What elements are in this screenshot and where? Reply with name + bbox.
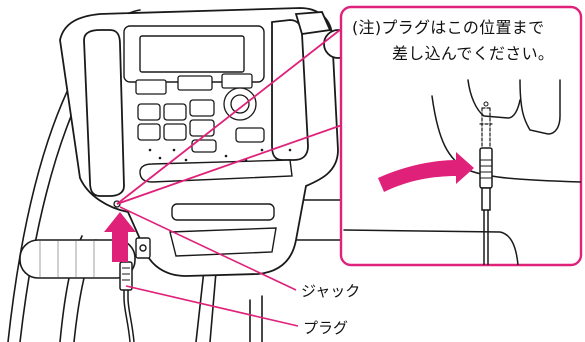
- callout-plug-dashed: [479, 107, 493, 149]
- callout-box: [339, 5, 583, 267]
- console-lower-slots: [139, 159, 293, 257]
- jack-label: ジャック: [301, 282, 361, 300]
- jack-housing: [135, 237, 151, 259]
- display-panel: [123, 25, 265, 83]
- callout-arrow: [378, 152, 474, 192]
- plug-cable: [119, 261, 135, 342]
- callout-console-right: [519, 79, 561, 135]
- label-leaders: [119, 206, 299, 327]
- callout-note-line2: 差し込んでください。: [392, 44, 555, 63]
- control-buttons: [135, 73, 265, 153]
- callout-base: [343, 229, 519, 265]
- callout-connector: [116, 25, 346, 205]
- left-handle-grip: [19, 239, 136, 279]
- callout-plug: [479, 147, 493, 265]
- callout-note-line1: (注)プラグはこの位置まで: [352, 18, 545, 37]
- insert-arrow: [104, 212, 136, 262]
- plug-label: プラグ: [303, 319, 349, 337]
